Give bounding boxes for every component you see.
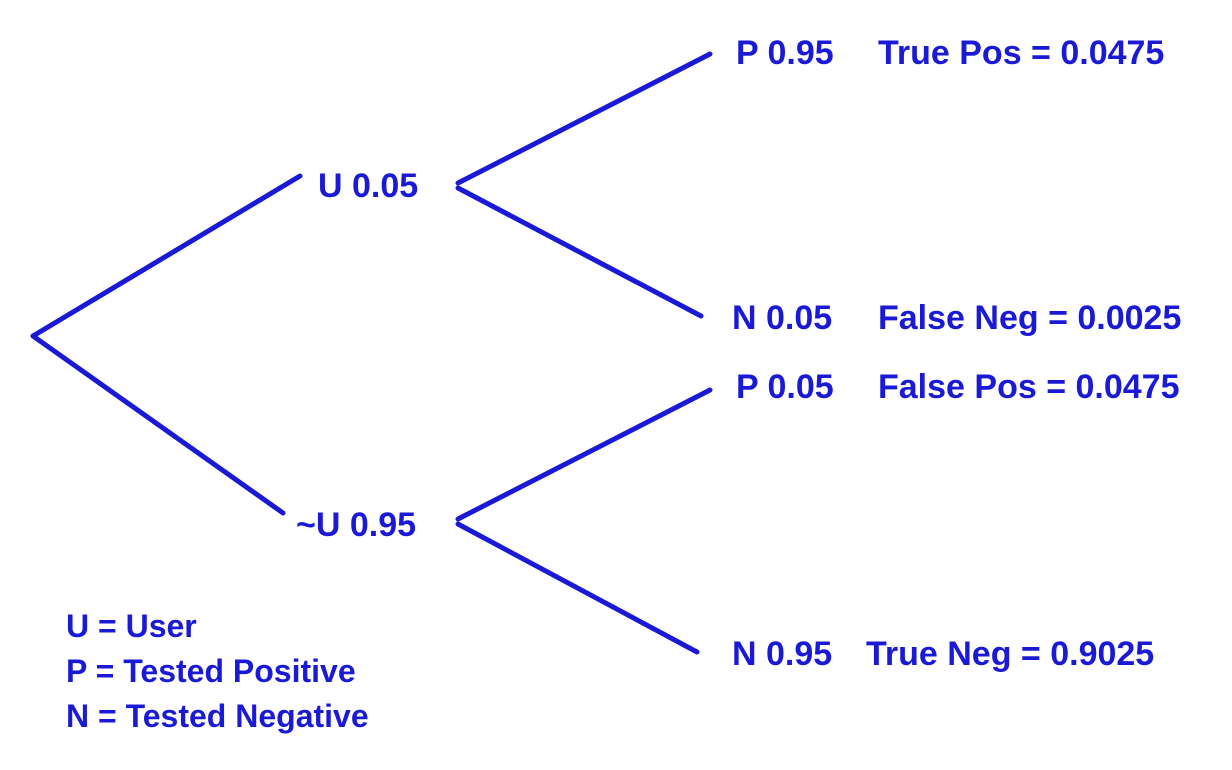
branch-root-to-user [30, 173, 303, 339]
branch-user-to-negative [455, 185, 704, 319]
branch-user-to-positive [455, 51, 713, 186]
leaf-user-negative-label: N 0.05 [732, 299, 832, 337]
branch-non-user-to-negative [455, 521, 700, 655]
legend-tested-positive: P = Tested Positive [66, 653, 356, 689]
leaf-user-positive-label: P 0.95 [736, 34, 834, 72]
branch-non-user-to-positive [455, 387, 713, 522]
leaf-non-user-negative-label: N 0.95 [732, 635, 832, 673]
leaf-non-user-negative-result: True Neg = 0.9025 [866, 635, 1154, 673]
leaf-non-user-positive-label: P 0.05 [736, 368, 834, 406]
node-user-label: U 0.05 [318, 167, 418, 205]
branches [30, 51, 713, 655]
legend-user: U = User [66, 608, 197, 644]
leaf-non-user-positive-result: False Pos = 0.0475 [878, 368, 1179, 406]
legend: U = User P = Tested Positive N = Tested … [66, 608, 369, 734]
branch-root-to-non-user [30, 333, 286, 516]
legend-tested-negative: N = Tested Negative [66, 698, 369, 734]
leaf-user-positive-result: True Pos = 0.0475 [878, 34, 1164, 72]
node-non-user-label: ~U 0.95 [296, 506, 416, 544]
leaf-user-negative-result: False Neg = 0.0025 [878, 299, 1181, 337]
